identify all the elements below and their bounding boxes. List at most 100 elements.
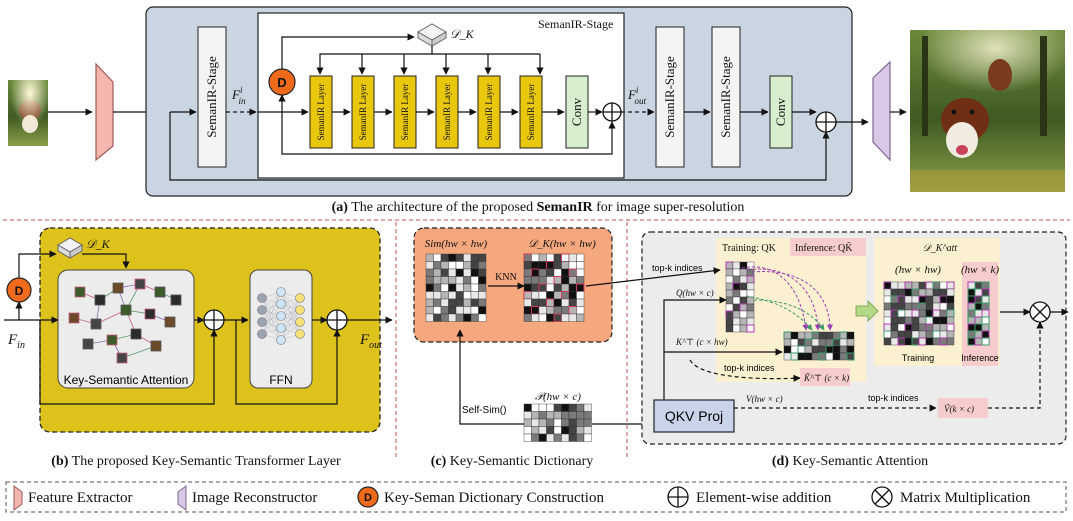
matrix-cell <box>561 298 570 307</box>
matrix-cell <box>981 295 990 304</box>
matrix-cell <box>897 316 906 325</box>
matrix-cell <box>470 306 479 315</box>
matrix-cell <box>523 411 532 420</box>
matrix-cell <box>904 302 913 311</box>
matrix-cell <box>974 323 983 332</box>
arrow-green-to-att <box>855 300 879 322</box>
nn-node <box>276 335 286 345</box>
matrix-cell <box>546 426 555 435</box>
matrix-cell <box>546 276 555 285</box>
matrix-cell <box>583 403 592 412</box>
matrix-cell <box>932 295 941 304</box>
matrix-cell <box>523 298 532 307</box>
matrix-cell <box>531 253 540 262</box>
nn-node <box>257 329 267 339</box>
matrix-cell <box>538 268 547 277</box>
topk-label-3: top-k indices <box>868 393 919 403</box>
residual-inner <box>281 112 616 155</box>
attn-label-b: Key-Semantic Attention <box>64 373 189 387</box>
dict-label-b: 𝒟_K <box>86 237 111 251</box>
nn-node <box>257 293 267 303</box>
legend-dict-construction: Key-Seman Dictionary Construction <box>384 490 604 506</box>
nn-node <box>257 317 267 327</box>
matrix-cell <box>939 281 948 290</box>
inference-tag <box>790 238 866 256</box>
matrix-cell <box>546 268 555 277</box>
matrix-cell <box>470 268 479 277</box>
nn-edge <box>261 303 282 335</box>
residual-b1 <box>39 320 218 405</box>
matrix-cell <box>478 283 487 292</box>
matrix-cell <box>911 337 920 346</box>
matrix-cell <box>523 433 532 442</box>
matrix-cell <box>576 283 585 292</box>
matrix-cell <box>531 433 540 442</box>
dict-drops <box>358 53 544 75</box>
matrix-cell <box>739 275 748 284</box>
dict-label-a: 𝒟_K <box>450 27 475 41</box>
semanir-layer-label: SemanIR Layer <box>484 84 494 141</box>
matrix-cell <box>576 313 585 322</box>
semanir-stage-1-label: SemanIR-Stage <box>204 56 219 138</box>
nn-node <box>276 323 286 333</box>
matrix-cell <box>897 330 906 339</box>
add-icon-legend <box>667 486 689 508</box>
matrix-cell <box>448 276 457 285</box>
legend-matmul: Matrix Multiplication <box>900 490 1031 506</box>
matrix-cell <box>911 288 920 297</box>
matrix-cell <box>576 261 585 270</box>
hwk-label: (hw × k) <box>961 264 999 276</box>
graph-node <box>90 318 102 330</box>
qk-matrix <box>725 261 755 333</box>
topk-label-1: top-k indices <box>652 263 703 273</box>
matrix-cell <box>448 313 457 322</box>
graph-node <box>164 316 176 328</box>
matrix-cell <box>425 276 434 285</box>
matrix-cell <box>523 313 532 322</box>
matrix-cell <box>804 352 813 361</box>
att-matrix-train <box>883 281 955 346</box>
matrix-cell <box>470 253 479 262</box>
matrix-cell <box>739 289 748 298</box>
matrix-cell <box>576 253 585 262</box>
lr-input-image <box>8 80 48 146</box>
matrix-cell <box>553 268 562 277</box>
matrix-cell <box>553 306 562 315</box>
matrix-cell <box>981 316 990 325</box>
matrix-cell <box>897 337 906 346</box>
matrix-cell <box>478 276 487 285</box>
matrix-cell <box>531 403 540 412</box>
matrix-cell <box>904 330 913 339</box>
graph-node <box>134 278 146 290</box>
matrix-cell <box>561 313 570 322</box>
matrix-cell <box>911 316 920 325</box>
matrix-cell <box>425 306 434 315</box>
matrix-cell <box>433 261 442 270</box>
matrix-cell <box>576 268 585 277</box>
matmul-icon-d <box>1029 301 1051 323</box>
matrix-cell <box>746 275 755 284</box>
inner-stage-title: SemanIR-Stage <box>538 17 613 31</box>
neural-net-icon <box>257 287 305 345</box>
matrix-cell <box>883 281 892 290</box>
matrix-cell <box>538 261 547 270</box>
matrix-cell <box>904 295 913 304</box>
matrix-cell <box>918 288 927 297</box>
arrow-topk-indices <box>585 267 721 287</box>
matrix-cell <box>967 302 976 311</box>
graph-node <box>120 304 132 316</box>
matrix-cell <box>546 418 555 427</box>
matrix-cell <box>425 298 434 307</box>
matrix-cell <box>967 288 976 297</box>
matrix-cell <box>883 316 892 325</box>
graph-node <box>112 282 124 294</box>
matrix-cell <box>911 295 920 304</box>
matrix-cell <box>433 298 442 307</box>
matrix-cell <box>939 337 948 346</box>
matrix-cell <box>523 261 532 270</box>
matrix-cell <box>576 291 585 300</box>
matrix-cell <box>725 268 734 277</box>
matrix-cell <box>448 306 457 315</box>
matrix-cell <box>478 268 487 277</box>
legend: Feature Extractor Image Reconstructor D … <box>5 481 1067 513</box>
